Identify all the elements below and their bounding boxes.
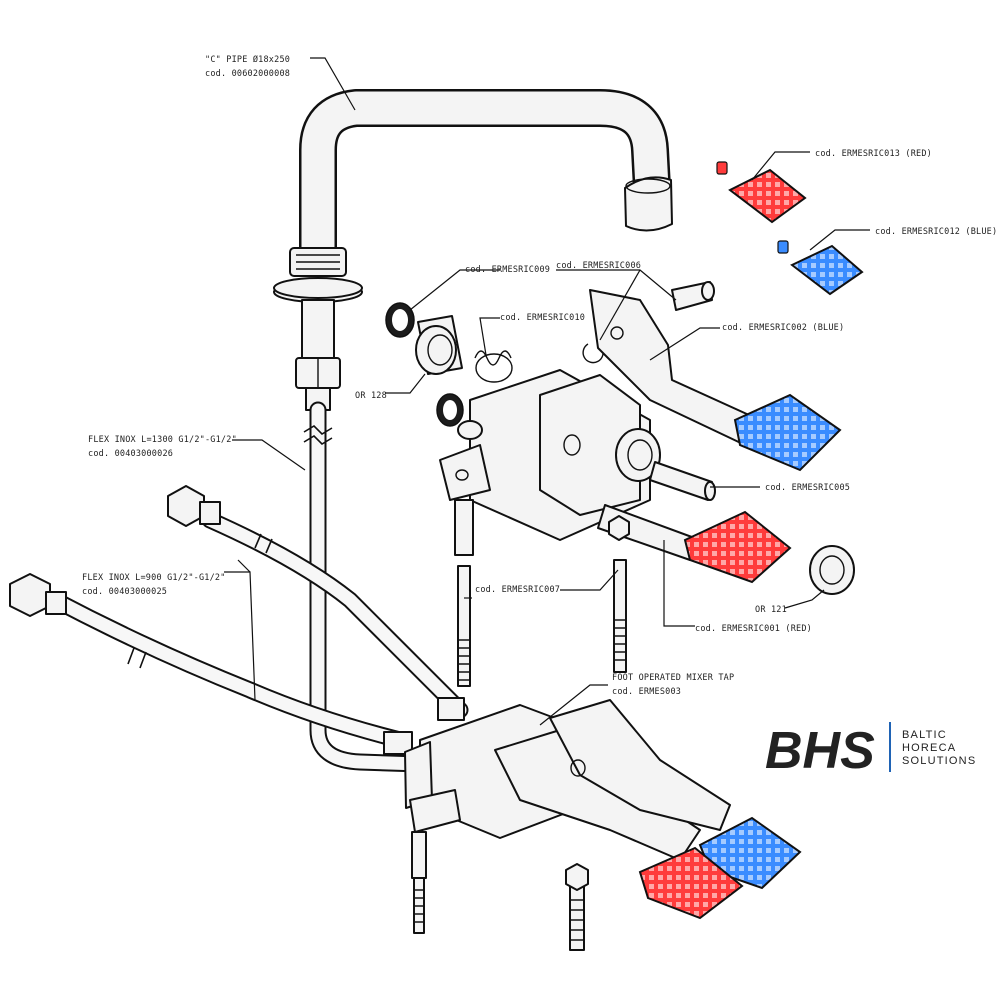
logo-line-3: SOLUTIONS — [902, 755, 976, 767]
c002-label: cod. ERMESRIC002 (BLUE) — [722, 323, 844, 333]
o-ring-or128 — [385, 302, 464, 427]
leader-lines — [224, 57, 870, 726]
pedal-lever-blue-ermesric002 — [589, 289, 842, 472]
flex-hose-900 — [167, 485, 469, 721]
pedal-cap-blue-ermesric012 — [777, 240, 864, 296]
part-labels: "C" PIPE Ø18x250 cod. 00602000008 cod. E… — [82, 54, 997, 697]
studs-ermesric007 — [454, 499, 630, 687]
spout-base-fitting — [273, 247, 363, 411]
c010-label: cod. ERMESRIC010 — [500, 313, 585, 323]
blue-cap-label: cod. ERMESRIC012 (BLUE) — [875, 227, 997, 237]
flex900-label-1: FLEX INOX L=900 G1/2"-G1/2" — [82, 573, 226, 583]
mixer-label-1: FOOT OPERATED MIXER TAP — [612, 673, 734, 683]
cartridge-ermesric009 — [415, 315, 463, 375]
flex-hose-lower — [9, 573, 413, 755]
red-cap-label: cod. ERMESRIC013 (RED) — [815, 149, 932, 159]
c009-label: cod. ERMESRIC009 — [465, 265, 550, 275]
c-pipe-spout — [299, 89, 673, 250]
mixer-tap-assembled — [404, 699, 802, 951]
or128-label: OR 128 — [355, 391, 387, 401]
flex1300-label-1: FLEX INOX L=1300 G1/2"-G1/2" — [88, 435, 237, 445]
spring-ermesric010 — [474, 350, 513, 383]
o-ring-or121 — [809, 545, 855, 595]
logo-mark: BHS — [765, 722, 875, 780]
bhs-logo: BHS BALTIC HORECA SOLUTIONS — [765, 722, 976, 780]
shaft-ermesric005 — [649, 461, 716, 501]
or121-label: OR 121 — [755, 605, 787, 615]
logo-line-1: BALTIC — [902, 729, 947, 741]
c005-label: cod. ERMESRIC005 — [765, 483, 850, 493]
flex900-label-2: cod. 00403000025 — [82, 587, 167, 597]
c007-label: cod. ERMESRIC007 — [475, 585, 560, 595]
mixer-label-2: cod. ERMES003 — [612, 687, 681, 697]
c001-label: cod. ERMESRIC001 (RED) — [695, 624, 812, 634]
logo-line-2: HORECA — [902, 742, 956, 754]
flex-hose-1300 — [303, 401, 429, 773]
c-pipe-label-2: cod. 00602000008 — [205, 69, 290, 79]
pedal-lever-red-ermesric001 — [597, 504, 792, 584]
pedal-cap-red-ermesric013 — [716, 161, 807, 224]
pin-ermesric006 — [582, 281, 715, 364]
c-pipe-label-1: "C" PIPE Ø18x250 — [205, 54, 290, 65]
valve-body-exploded — [439, 369, 661, 541]
c006-label: cod. ERMESRIC006 — [556, 261, 641, 271]
flex1300-label-2: cod. 00403000026 — [88, 449, 173, 459]
